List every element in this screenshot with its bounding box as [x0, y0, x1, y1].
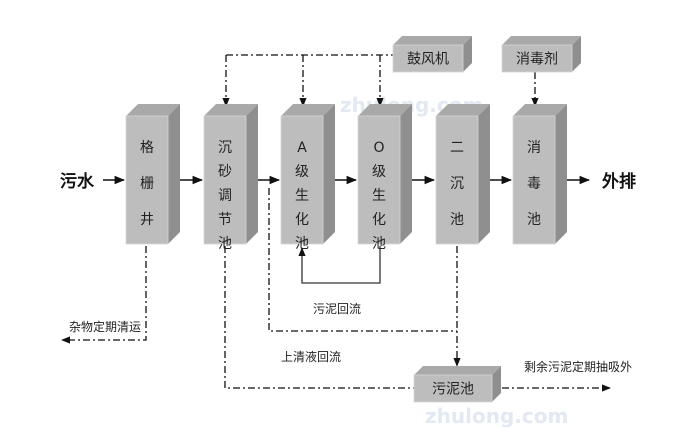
unit-o-stage-bio-tank-top-face	[358, 104, 412, 116]
unit-grid-well-top-face	[126, 104, 180, 116]
bottom-dashed-lines	[61, 188, 611, 392]
unit-label-char: 调	[218, 188, 232, 204]
aux-disinfectant: 消毒剂	[501, 36, 581, 73]
unit-label-char: 井	[140, 212, 154, 228]
unit-label-char: 节	[218, 212, 232, 228]
unit-disinfection-tank-side-face	[555, 104, 567, 244]
unit-o-stage-bio-tank-side-face	[400, 104, 412, 244]
aux-disinfectant-front-face	[501, 44, 573, 73]
aux-sludge-tank-side-face	[492, 366, 501, 402]
unit-secondary-clarifier: 二沉池	[435, 104, 490, 245]
sludge-return-label: 污泥回流	[313, 302, 361, 316]
input-label: 污水	[60, 171, 95, 192]
aux-blower-top-face	[393, 36, 472, 45]
aux-sludge-tank-front-face	[413, 374, 493, 403]
unit-label-char: 生	[295, 188, 309, 204]
unit-label-char: 池	[450, 212, 464, 228]
unit-label-char: 栅	[140, 176, 154, 192]
aux-sludge-tank-top-face	[414, 366, 501, 375]
unit-a-stage-bio-tank-side-face	[323, 104, 335, 244]
unit-disinfection-tank: 消毒池	[512, 104, 567, 245]
unit-disinfection-tank-top-face	[513, 104, 567, 116]
unit-disinfection-tank-front-face	[512, 115, 556, 245]
unit-label-char: 级	[372, 164, 386, 180]
unit-label-char: 砂	[218, 164, 232, 180]
unit-grid-well: 格栅井	[125, 104, 180, 245]
unit-label-char: O	[373, 140, 384, 156]
unit-secondary-clarifier-side-face	[478, 104, 490, 244]
unit-secondary-clarifier-front-face	[435, 115, 479, 245]
unit-label-char: 毒	[527, 176, 541, 192]
debris-removal-label: 杂物定期清运	[69, 319, 141, 334]
aux-label: 污泥池	[432, 382, 474, 398]
unit-label-char: 沉	[450, 176, 464, 192]
aux-blower: 鼓风机	[392, 36, 472, 73]
unit-label-char: 池	[527, 212, 541, 228]
aux-sludge-tank: 污泥池	[413, 366, 501, 403]
unit-label-char: 消	[527, 140, 541, 156]
unit-label-char: 池	[372, 236, 386, 252]
unit-label-char: 池	[295, 236, 309, 252]
unit-o-stage-bio-tank-front-face	[357, 115, 401, 245]
unit-grid-well-side-face	[168, 104, 180, 244]
unit-a-stage-bio-tank-top-face	[281, 104, 335, 116]
unit-label-char: 格	[140, 140, 154, 156]
unit-secondary-clarifier-top-face	[436, 104, 490, 116]
aux-disinfectant-side-face	[572, 36, 581, 72]
aux-blower-front-face	[392, 44, 464, 73]
aux-disinfectant-top-face	[502, 36, 581, 45]
unit-label-char: 池	[218, 236, 232, 252]
supernatant-return-label: 上清液回流	[281, 349, 341, 364]
unit-label-char: 级	[295, 164, 309, 180]
unit-label-char: 二	[450, 140, 464, 156]
watermark-bottom: zhulong.com	[425, 404, 568, 427]
aux-label: 消毒剂	[516, 52, 558, 68]
excess-sludge-label: 剩余污泥定期抽吸外	[524, 359, 632, 374]
aux-label: 鼓风机	[407, 52, 449, 68]
unit-grit-equalization-tank-front-face	[203, 115, 247, 245]
unit-label-char: 化	[372, 212, 386, 228]
unit-label-char: A	[297, 140, 307, 156]
unit-label-char: 化	[295, 212, 309, 228]
unit-grid-well-front-face	[125, 115, 169, 245]
air-supply-lines	[222, 54, 539, 107]
unit-label-char: 沉	[218, 140, 232, 156]
unit-grit-equalization-tank-side-face	[246, 104, 258, 244]
output-label: 外排	[602, 171, 636, 192]
aux-blower-side-face	[463, 36, 472, 72]
unit-grit-equalization-tank-top-face	[204, 104, 258, 116]
sludge-return-line	[298, 246, 381, 284]
unit-label-char: 生	[372, 188, 386, 204]
unit-a-stage-bio-tank-front-face	[280, 115, 324, 245]
